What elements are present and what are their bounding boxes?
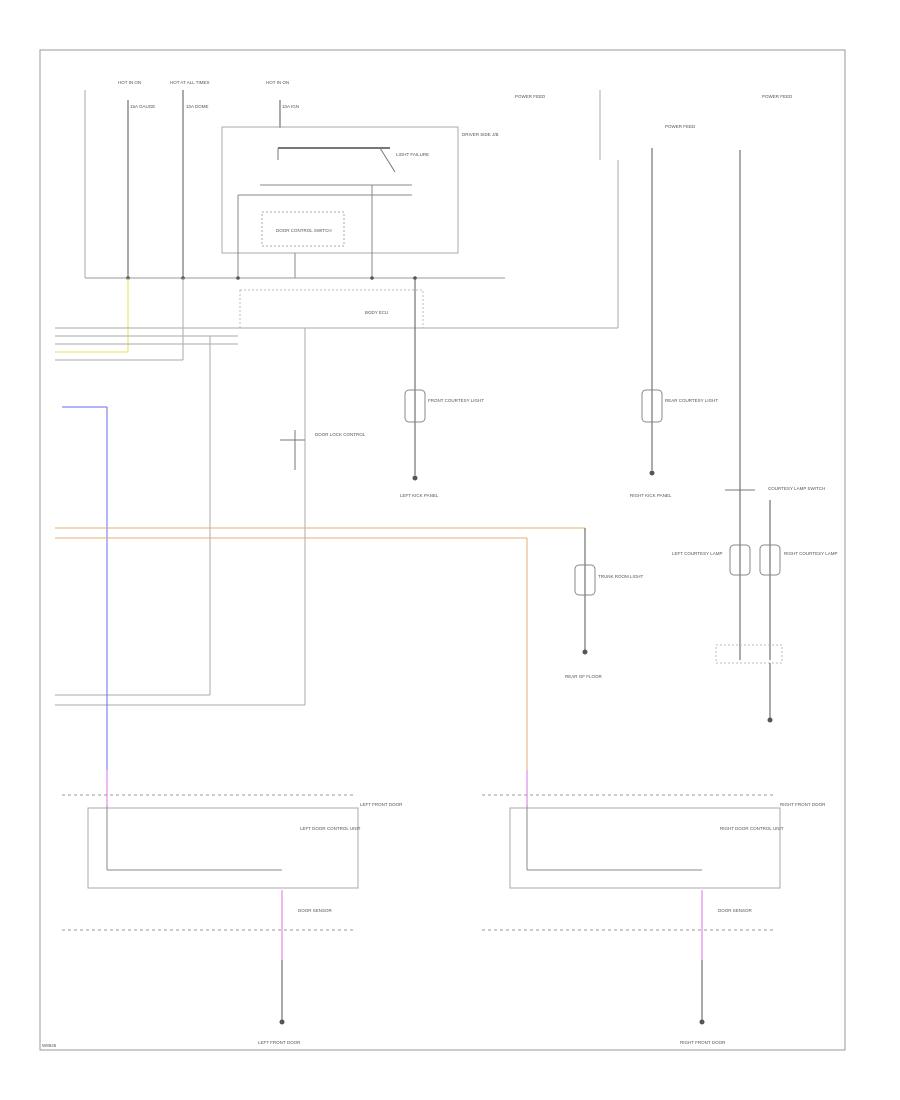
- door-sw-label: DOOR LOCK CONTROL: [315, 432, 366, 437]
- fuse-b-label: HOT AT ALL TIMES: [170, 80, 210, 85]
- blue-wire: [62, 406, 108, 805]
- fuse-a-label: HOT IN ON: [118, 80, 141, 85]
- ground-mid-label: RIGHT KICK PANEL: [630, 493, 672, 498]
- ground-rear-label: REAR OF FLOOR: [565, 674, 603, 679]
- footer-code: W8945: [42, 1043, 57, 1048]
- power-note-2: POWER FEED: [665, 124, 696, 129]
- courtesy-lamp-pair: COURTESY LAMP SWITCH LEFT COURTESY LAMP …: [672, 486, 838, 723]
- fuse-c-label: HOT IN ON: [266, 80, 289, 85]
- ecu-connector: BODY ECU: [85, 276, 505, 329]
- orange-wires: TRUNK ROOM LIGHT REAR OF FLOOR: [55, 527, 644, 805]
- right-door-unit: RIGHT FRONT DOOR RIGHT DOOR CONTROL UNIT…: [482, 794, 826, 1045]
- front-courtesy-light: FRONT COURTESY LIGHT LEFT KICK PANEL: [400, 278, 484, 498]
- diagram-border: [39, 49, 846, 1051]
- fuse-c-name: 10A IGN: [282, 104, 299, 109]
- power-note-3: POWER FEED: [762, 94, 793, 99]
- rear-courtesy-light: REAR COURTESY LIGHT RIGHT KICK PANEL: [630, 389, 718, 498]
- power-note-1: POWER FEED: [515, 94, 546, 99]
- right-ctrl-label: RIGHT DOOR CONTROL UNIT: [720, 826, 784, 831]
- left-ctrl-label: LEFT DOOR CONTROL UNIT: [300, 826, 361, 831]
- courtesy-rear-label: REAR COURTESY LIGHT: [665, 398, 718, 403]
- ecu-label: BODY ECU: [365, 310, 388, 315]
- right-gnd-label: RIGHT FRONT DOOR: [680, 1040, 726, 1045]
- fuse-b-name: 10A DOME: [186, 104, 209, 109]
- light-fail-label: LIGHT FAILURE: [396, 152, 429, 157]
- door-control-module: DRIVER SIDE J/B LIGHT FAILURE DOOR CONTR…: [221, 126, 499, 278]
- left-lamp-label: LEFT COURTESY LAMP: [672, 551, 723, 556]
- trunk-light-label: TRUNK ROOM LIGHT: [598, 574, 644, 579]
- left-harness: [55, 278, 618, 706]
- fuse-section: HOT IN ON HOT AT ALL TIMES HOT IN ON 15A…: [84, 80, 299, 278]
- door-lock-switch: DOOR LOCK CONTROL: [280, 430, 366, 470]
- junction-block-label: DRIVER SIDE J/B: [462, 132, 499, 137]
- switch-name-label: DOOR CONTROL SWITCH: [276, 228, 332, 233]
- power-notes: POWER FEED POWER FEED POWER FEED: [515, 90, 793, 500]
- right-door-label: RIGHT FRONT DOOR: [780, 802, 826, 807]
- ground-front-label: LEFT KICK PANEL: [400, 493, 439, 498]
- left-sensor-label: DOOR SENSOR: [298, 908, 333, 913]
- right-lamp-label: RIGHT COURTESY LAMP: [784, 551, 838, 556]
- fuse-a-name: 15A GAUGE: [130, 104, 155, 109]
- left-gnd-label: LEFT FRONT DOOR: [258, 1040, 301, 1045]
- left-door-unit: LEFT FRONT DOOR LEFT DOOR CONTROL UNIT D…: [62, 794, 403, 1045]
- left-door-label: LEFT FRONT DOOR: [360, 802, 403, 807]
- lamp-switch-label: COURTESY LAMP SWITCH: [768, 486, 825, 491]
- right-sensor-label: DOOR SENSOR: [718, 908, 753, 913]
- courtesy-front-label: FRONT COURTESY LIGHT: [428, 398, 484, 403]
